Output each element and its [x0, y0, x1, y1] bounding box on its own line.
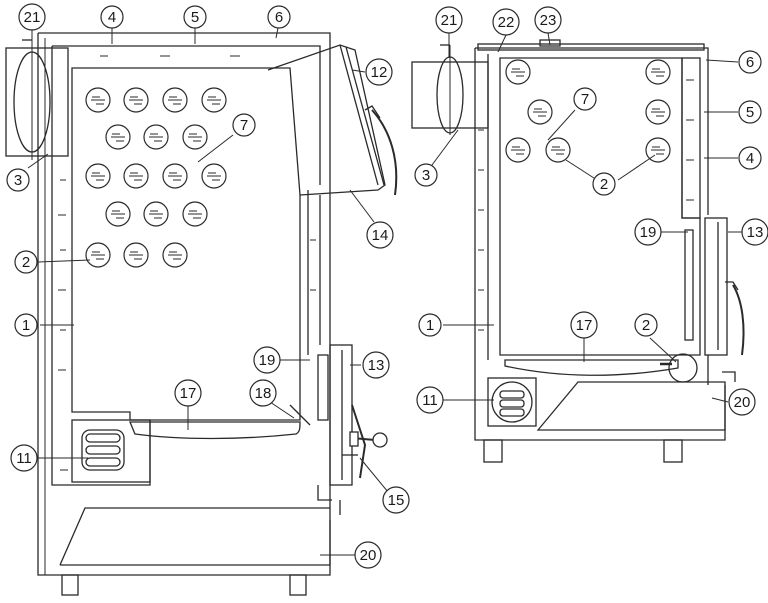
callout-11-left: 11 [10, 444, 38, 472]
callout-13-right: 13 [741, 218, 768, 246]
svg-text:11: 11 [422, 392, 438, 409]
left-door-handle [371, 109, 398, 196]
svg-text:2: 2 [642, 317, 650, 334]
svg-text:1: 1 [22, 317, 30, 334]
svg-text:2: 2 [22, 254, 30, 271]
svg-text:22: 22 [498, 14, 515, 31]
callout-5-right: 5 [738, 100, 762, 124]
right-side-door [704, 217, 728, 356]
callout-17-right: 17 [570, 311, 598, 339]
svg-text:14: 14 [372, 227, 389, 244]
callout-11-right: 11 [416, 386, 444, 414]
svg-text:13: 13 [747, 224, 764, 241]
svg-text:17: 17 [576, 317, 593, 334]
left-ash-door [329, 344, 353, 486]
svg-text:20: 20 [360, 547, 377, 564]
callout-12-left: 12 [365, 58, 393, 86]
callout-7-left: 7 [232, 113, 256, 137]
svg-text:2: 2 [600, 176, 608, 193]
left-ash-pan [59, 507, 331, 566]
callout-21-right: 21 [435, 6, 463, 34]
callout-19-left: 19 [253, 346, 281, 374]
callout-5-left: 5 [183, 5, 207, 29]
callout-2-left: 2 [14, 250, 38, 274]
svg-text:5: 5 [191, 9, 199, 26]
svg-text:21: 21 [24, 9, 41, 26]
svg-text:1: 1 [426, 317, 434, 334]
right-leg-right [663, 439, 683, 463]
callout-20-right: 20 [728, 388, 756, 416]
right-leg-left [483, 439, 503, 463]
svg-text:6: 6 [746, 54, 754, 71]
svg-text:6: 6 [275, 9, 283, 26]
callout-23-right: 23 [534, 6, 562, 34]
callout-3-right: 3 [414, 163, 438, 187]
svg-text:20: 20 [734, 394, 751, 411]
right-boiler-section [411, 39, 745, 463]
right-door-handle [732, 284, 745, 356]
callout-13-left: 13 [362, 351, 390, 379]
left-boiler-section [5, 32, 398, 596]
callout-2-right-upper: 2 [592, 172, 616, 196]
svg-text:3: 3 [422, 167, 430, 184]
callout-7-right: 7 [573, 87, 597, 111]
svg-text:21: 21 [441, 12, 458, 29]
callout-22-right: 22 [492, 8, 520, 36]
svg-text:11: 11 [16, 450, 32, 467]
left-insulation-hatch [58, 55, 316, 471]
leader-lines [27, 27, 743, 556]
callout-17-left: 17 [174, 379, 202, 407]
callout-20-left: 20 [354, 541, 382, 569]
left-air-box [71, 419, 151, 483]
svg-text:23: 23 [540, 12, 557, 29]
svg-text:13: 13 [368, 357, 385, 374]
right-top-lid [477, 43, 705, 51]
svg-text:4: 4 [746, 150, 754, 167]
svg-text:18: 18 [255, 385, 272, 402]
svg-text:3: 3 [14, 172, 22, 189]
svg-text:19: 19 [259, 352, 276, 369]
callout-14-left: 14 [366, 221, 394, 249]
left-combustion-chamber [71, 67, 301, 421]
callout-18-left: 18 [249, 379, 277, 407]
callout-1-right: 1 [418, 313, 442, 337]
svg-text:15: 15 [388, 492, 405, 509]
left-flue-outlet [5, 47, 69, 157]
right-heat-exchanger-tubes [505, 59, 671, 163]
svg-text:12: 12 [371, 64, 388, 81]
callout-2-right-lower: 2 [634, 313, 658, 337]
callout-4-left: 4 [100, 5, 124, 29]
right-combustion-chamber [499, 57, 701, 356]
svg-text:4: 4 [108, 9, 116, 26]
callout-6-left: 6 [267, 5, 291, 29]
right-grate [504, 359, 679, 376]
svg-text:7: 7 [581, 91, 589, 108]
right-ash-pan [536, 381, 726, 431]
left-heat-exchanger-tubes [85, 87, 227, 268]
svg-text:17: 17 [180, 385, 197, 402]
callouts-right: 21 22 23 6 7 5 3 2 4 19 13 1 17 2 11 20 [414, 6, 768, 416]
right-air-box [487, 377, 537, 427]
callout-4-right: 4 [738, 146, 762, 170]
callout-6-right: 6 [738, 50, 762, 74]
callout-1-left: 1 [14, 313, 38, 337]
left-outer-casing [37, 32, 331, 576]
callout-21-left: 21 [18, 3, 46, 31]
svg-text:7: 7 [240, 117, 248, 134]
left-leg-back [289, 574, 307, 596]
left-lower-handle [351, 404, 367, 479]
left-loading-door [267, 44, 386, 196]
callout-3-left: 3 [6, 168, 30, 192]
callout-15-left: 15 [382, 486, 410, 514]
right-insulation-hatch [478, 79, 694, 331]
callouts-left: 21 4 5 6 12 7 3 14 2 1 19 13 17 18 11 15… [6, 3, 410, 569]
svg-text:19: 19 [640, 224, 657, 241]
left-grate [129, 421, 301, 440]
svg-text:5: 5 [746, 104, 754, 121]
left-leg-front [61, 574, 79, 596]
callout-19-right: 19 [634, 218, 662, 246]
